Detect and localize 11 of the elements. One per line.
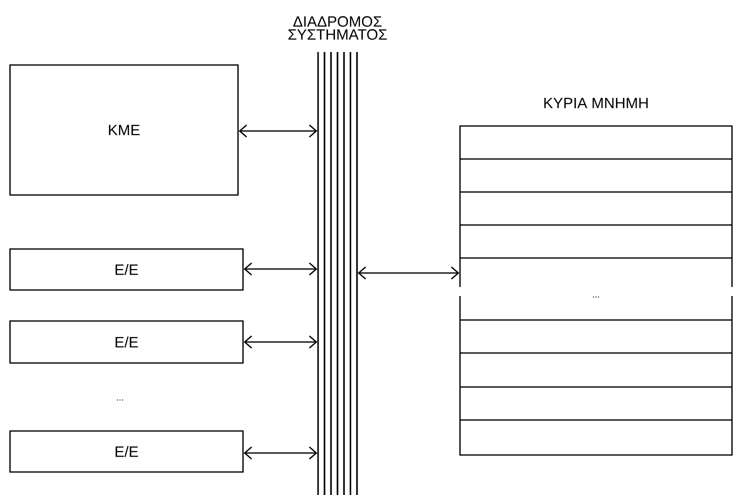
arrow (244, 262, 318, 276)
arrow (238, 124, 318, 138)
arrow (244, 446, 318, 460)
device-box: Ε/Ε (9, 248, 244, 291)
memory-table: ΚΥΡΙΑ ΜΝΗΜΗ ... (459, 98, 733, 456)
device-box: ΚΜΕ (9, 64, 239, 196)
system-bus: ΔΙΑΔΡΟΜΟΣ ΣΥΣΤΗΜΑΤΟΣ (288, 16, 387, 495)
device-box: Ε/Ε (9, 320, 244, 364)
arrow (244, 336, 318, 348)
device-box: Ε/Ε (9, 430, 244, 473)
arrow (358, 266, 460, 280)
